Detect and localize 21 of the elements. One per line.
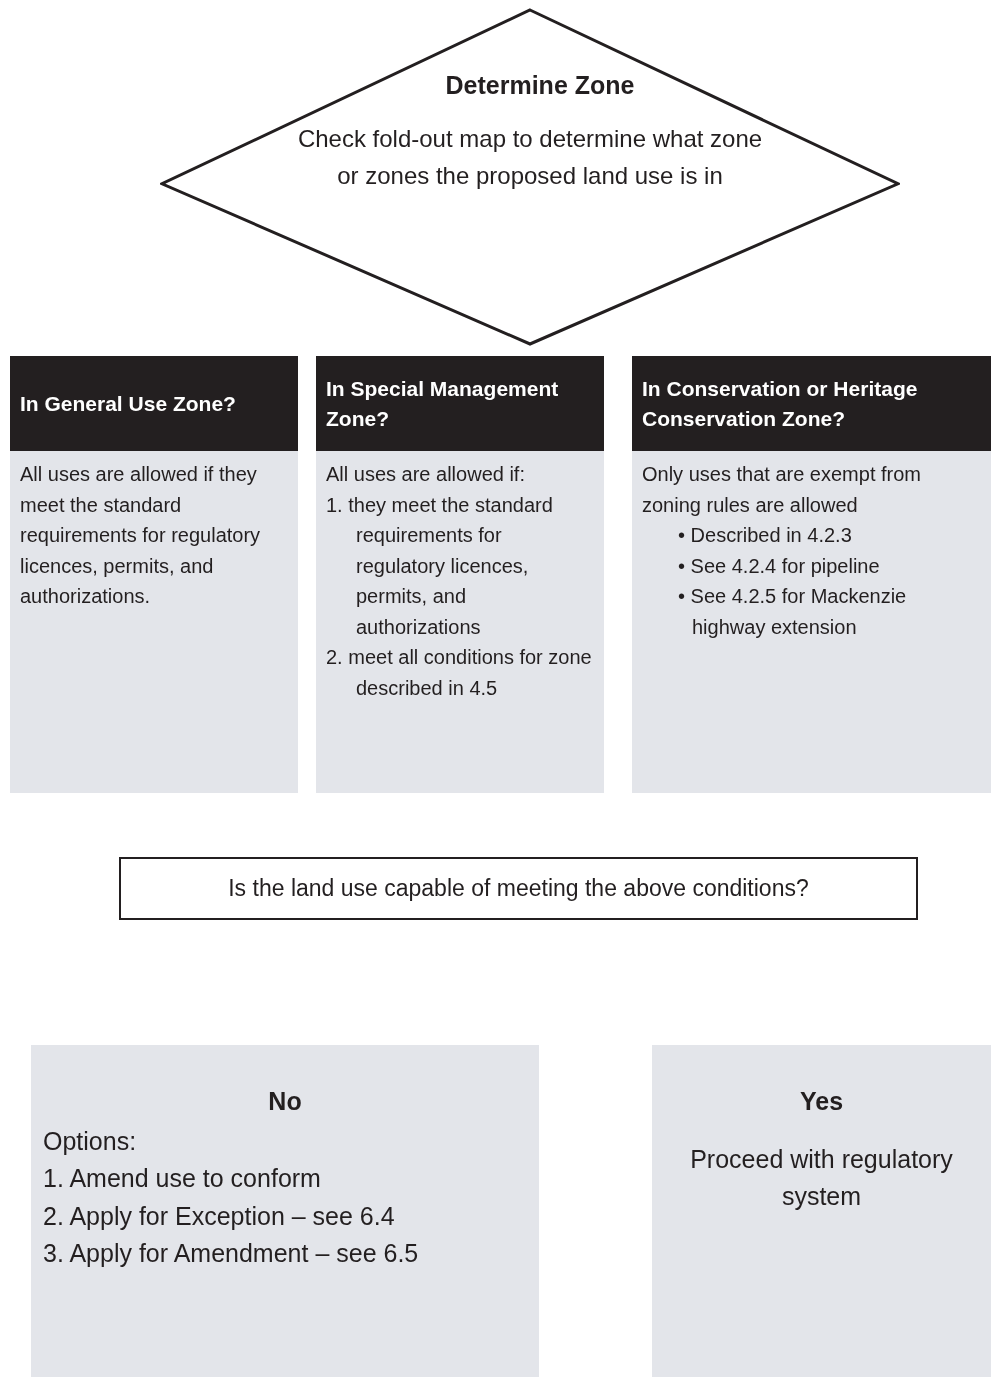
answer-text: 1. Amend use to conform (43, 1163, 322, 1194)
card-text: 2. meet all conditions for zone described in 4.5 (326, 645, 593, 701)
answer-text: 2. Apply for Exception – see 6.4 (43, 1200, 396, 1232)
card-text: 1. they meet the standard requirements for regulatory licences, permits, and authorizations (326, 492, 554, 640)
zone-heading: In Conservation or Heritage Conservation Zone? (632, 356, 991, 451)
answer-text: Options: (43, 1125, 138, 1157)
card-text: Only uses that are exempt from zoning rules are allowed (642, 462, 922, 518)
diamond-text: Check fold-out map to determine what zone or zones the proposed land use is in (296, 124, 764, 191)
zone-heading: In General Use Zone? (10, 356, 298, 451)
question-text: Is the land use capable of meeting the above conditions? (228, 875, 809, 902)
zone-heading: In Special Management Zone? (316, 356, 604, 451)
card-text: • See 4.2.5 for Mackenzie highway extension (677, 584, 908, 640)
answer-text: 3. Apply for Amendment – see 6.5 (43, 1238, 420, 1269)
card-text: • Described in 4.2.3 (677, 523, 853, 548)
card-text: • See 4.2.4 for pipeline (677, 553, 881, 579)
card-text: All uses are allowed if: (326, 462, 526, 487)
answer-heading: Yes (798, 1086, 845, 1117)
diamond-heading: Determine Zone (445, 70, 635, 100)
card-text: All uses are allowed if they meet the standard requirements for regulatory licences, permits, and authorizations. (20, 462, 262, 609)
answer-text: Proceed with regulatory system (689, 1143, 954, 1212)
answer-heading: No (267, 1086, 303, 1117)
